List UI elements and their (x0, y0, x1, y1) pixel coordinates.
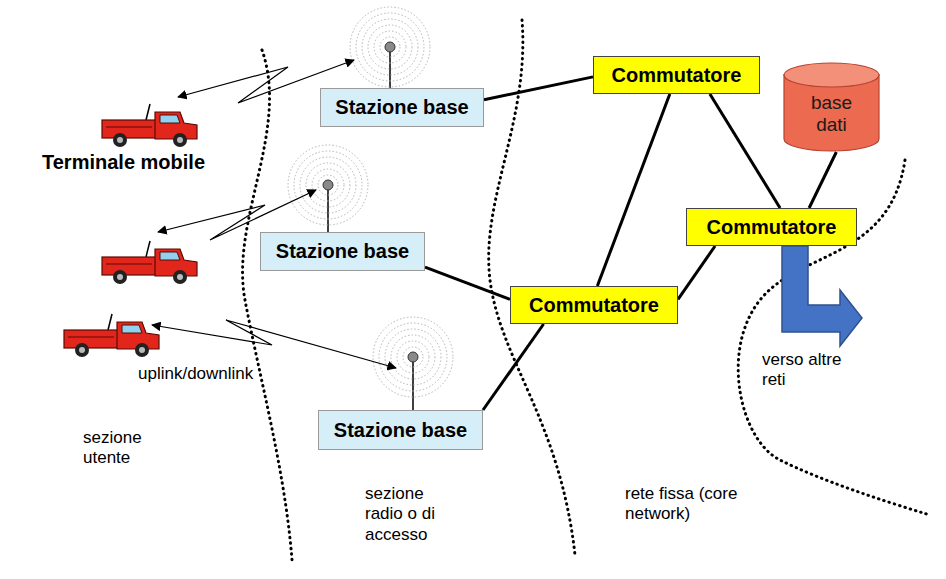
antenna-symbol (288, 145, 368, 225)
network-link (425, 267, 510, 299)
boundary-user-radio (243, 50, 292, 560)
network-link (597, 94, 669, 286)
section-label: Terminale mobile (42, 150, 252, 174)
outgoing-arrow (782, 246, 862, 346)
antenna-symbol (373, 317, 453, 397)
network-link (809, 152, 836, 208)
node-text: Stazione base (335, 96, 468, 119)
truck-icon (102, 104, 197, 147)
antenna-symbol (350, 7, 430, 87)
truck-icon (64, 314, 159, 357)
section-label: uplink/downlink (138, 364, 288, 384)
switch-box: Commutatore (686, 208, 857, 246)
switch-box: Commutatore (510, 286, 678, 324)
section-boundaries (243, 20, 930, 560)
node-text: Stazione base (334, 419, 467, 442)
database-cylinder: base dati (783, 62, 880, 152)
network-link (710, 94, 780, 208)
base-station-box: Stazione base (320, 88, 484, 127)
node-text: Commutatore (706, 216, 836, 239)
section-label: rete fissa (core network) (625, 484, 746, 525)
node-text: Stazione base (276, 240, 409, 263)
antenna-mast (389, 50, 391, 88)
antennas (288, 7, 453, 410)
trucks (64, 104, 197, 357)
switch-box: Commutatore (593, 56, 760, 94)
radio-link (152, 320, 396, 368)
node-text: base dati (802, 92, 862, 136)
section-label: sezione utente (83, 428, 163, 469)
network-link (484, 77, 593, 100)
section-label: sezione radio o di accesso (365, 484, 460, 545)
node-text: Commutatore (529, 294, 659, 317)
cylinder-top (784, 63, 879, 87)
section-label: verso altre reti (762, 350, 862, 391)
node-text: Commutatore (611, 64, 741, 87)
network-link (678, 246, 715, 299)
base-station-box: Stazione base (318, 410, 483, 450)
truck-icon (102, 241, 197, 284)
base-station-box: Stazione base (260, 232, 425, 271)
network-link (483, 324, 544, 410)
